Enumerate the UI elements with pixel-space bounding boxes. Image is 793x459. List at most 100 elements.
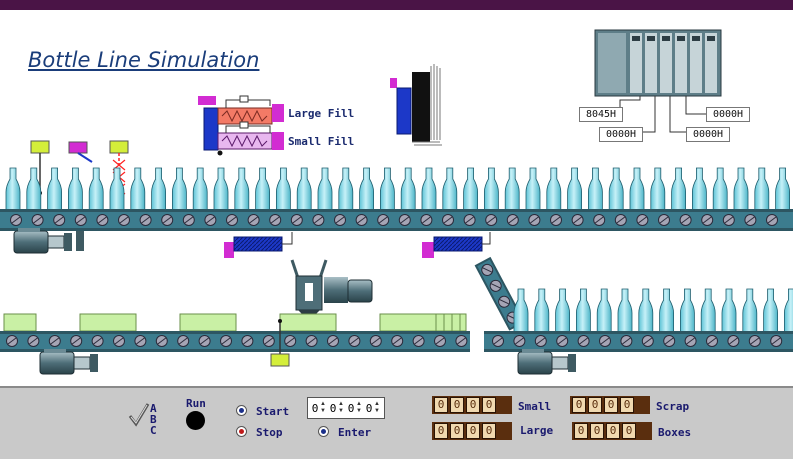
spinner-digit-2: 0 [329, 401, 337, 415]
roller [327, 335, 339, 347]
abc-letter-b: B [150, 413, 157, 426]
bottle [400, 167, 416, 213]
roller [182, 214, 195, 226]
roller [96, 214, 109, 226]
bottle [733, 167, 749, 213]
spinner-digit-1: 0 [311, 401, 319, 415]
bottle [700, 288, 716, 334]
recipe-spinner[interactable]: 0 ▲▼ 0 ▲▼ 0 ▲▼ 0 ▲▼ [307, 397, 385, 419]
box-magazine-image [390, 64, 442, 146]
roller [577, 335, 590, 347]
spinner-arrows-4[interactable]: ▲▼ [374, 401, 380, 414]
spinner-digit-4: 0 [365, 401, 373, 415]
roller [113, 335, 125, 347]
roller [641, 335, 654, 347]
register-2: 0000H [599, 127, 643, 142]
scrap-counter: 0 0 0 0 [570, 396, 650, 414]
top-line-stations [30, 140, 129, 200]
roller [614, 214, 627, 226]
page-title: Bottle Line Simulation [28, 48, 260, 72]
abc-checkmark-icon[interactable] [128, 400, 150, 428]
roller [247, 214, 260, 226]
roller [70, 335, 83, 347]
reject-actuator-right [422, 232, 491, 258]
large-counter-label: Large [520, 424, 554, 437]
roller [412, 335, 425, 347]
roller [284, 335, 297, 347]
bottle [26, 167, 42, 213]
large-fill-label: Large Fill [288, 107, 355, 120]
stop-radio[interactable] [236, 426, 247, 437]
bottle [359, 167, 375, 213]
bottle [608, 167, 624, 213]
roller [220, 335, 232, 347]
small-counter-label: Small [518, 400, 552, 413]
bottle [784, 288, 793, 334]
spinner-digit-3: 0 [347, 401, 355, 415]
abc-letter-c: C [150, 424, 157, 437]
roller [420, 214, 433, 226]
roller [161, 214, 174, 226]
bottle [483, 167, 499, 213]
roller [6, 335, 18, 347]
top-line-bottles [5, 167, 790, 213]
spinner-arrows-2[interactable]: ▲▼ [338, 401, 344, 414]
roller [556, 335, 569, 347]
roller [334, 214, 346, 226]
bottle [234, 167, 250, 213]
start-radio[interactable] [236, 405, 247, 416]
bottle [692, 167, 707, 213]
roller [348, 335, 361, 347]
bottle [192, 167, 208, 213]
roller [513, 335, 526, 347]
bottle [525, 167, 541, 213]
bottle [171, 167, 187, 213]
bottle [629, 167, 645, 213]
bottle [463, 167, 479, 213]
roller [748, 335, 761, 347]
roller [492, 335, 504, 347]
bottom-conveyor-left [0, 331, 470, 352]
roller [198, 335, 211, 347]
abc-letter-a: A [150, 402, 157, 415]
bottle [754, 167, 770, 213]
roller [593, 214, 606, 226]
bottle [546, 167, 562, 213]
bottle [130, 167, 146, 213]
bottle [617, 288, 633, 334]
stop-label: Stop [256, 426, 283, 439]
roller [177, 335, 190, 347]
bottle [712, 167, 728, 213]
enter-label: Enter [338, 426, 372, 439]
roller [290, 214, 303, 226]
large-counter: 0 0 0 0 [432, 422, 512, 440]
roller [398, 214, 411, 226]
roller [91, 335, 104, 347]
roller [744, 214, 757, 226]
small-fill-label: Small Fill [288, 135, 355, 148]
register-1: 8045H [579, 107, 623, 122]
bottom-right-bottles [513, 288, 793, 334]
roller [534, 335, 547, 347]
top-motor-image [13, 227, 84, 254]
box-loader-image [290, 259, 373, 318]
roller [10, 214, 22, 226]
roller [485, 214, 498, 226]
roller [118, 214, 130, 226]
box-sensor [270, 319, 290, 367]
roller [226, 214, 238, 226]
spinner-arrows-1[interactable]: ▲▼ [320, 401, 326, 414]
roller [636, 214, 649, 226]
boxes-counter: 0 0 0 0 [572, 422, 652, 440]
roller [391, 335, 404, 347]
roller [663, 335, 676, 347]
bottle [151, 167, 167, 213]
roller [31, 214, 44, 226]
bottle [638, 288, 654, 334]
enter-radio[interactable] [318, 426, 329, 437]
spinner-arrows-3[interactable]: ▲▼ [356, 401, 362, 414]
fill-selector-diagram [198, 95, 284, 156]
bottle [338, 167, 354, 213]
plc-rack-image [594, 29, 722, 133]
